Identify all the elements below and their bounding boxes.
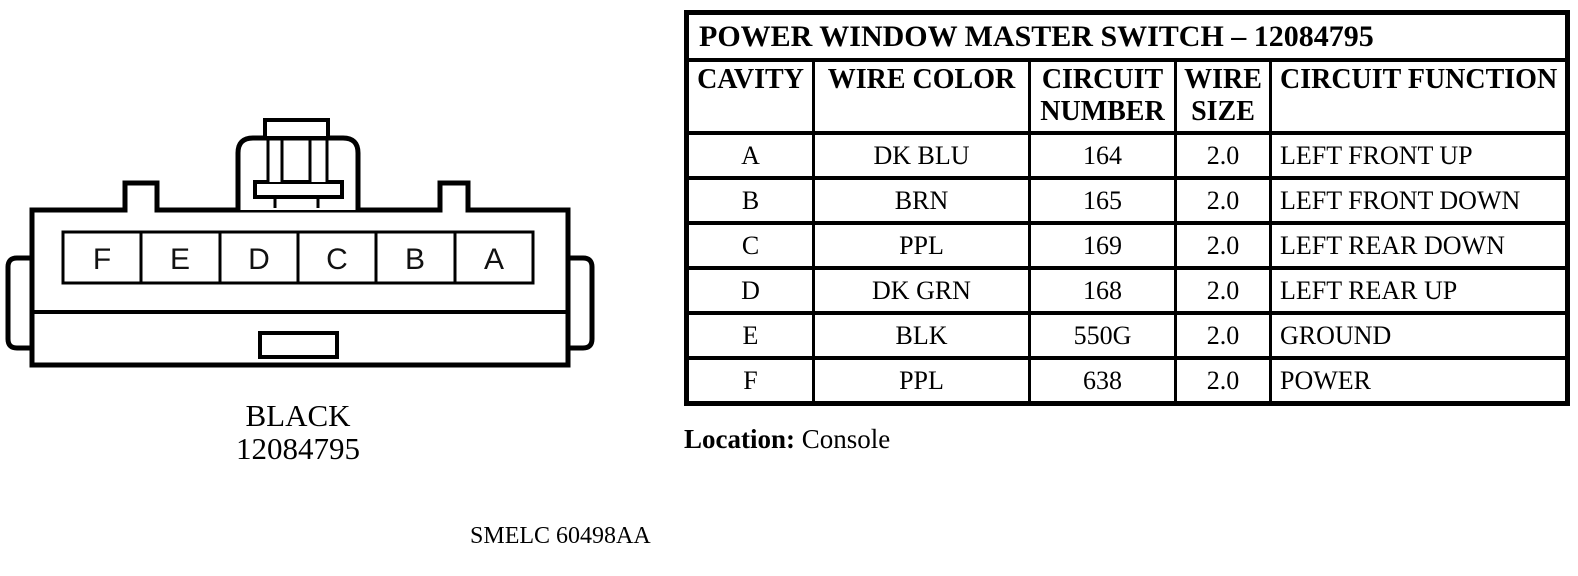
cell-wire-size: 2.0: [1174, 180, 1269, 221]
pinout-table: POWER WINDOW MASTER SWITCH – 12084795 CA…: [684, 10, 1570, 406]
cell-wire-color: PPL: [812, 225, 1028, 266]
table-row: D DK GRN 168 2.0 LEFT REAR UP: [689, 270, 1565, 315]
cell-cavity: B: [741, 185, 760, 215]
cell-circuit-number: 168: [1028, 270, 1174, 311]
doc-code: SMELC 60498AA: [470, 523, 651, 549]
cell-circuit-function: LEFT FRONT UP: [1269, 135, 1565, 176]
table-row: C PPL 169 2.0 LEFT REAR DOWN: [689, 225, 1565, 270]
cell-wire-size: 2.0: [1174, 270, 1269, 311]
table-row: A DK BLU 164 2.0 LEFT FRONT UP: [689, 135, 1565, 180]
cell-circuit-number: 164: [1028, 135, 1174, 176]
cell-wire-color: PPL: [812, 360, 1028, 401]
connector-latch-slot-left: [266, 137, 284, 182]
cell-wire-size: 2.0: [1174, 135, 1269, 176]
cell-circuit-function: GROUND: [1269, 315, 1565, 356]
connector-latch-top-tab: [263, 118, 330, 140]
cell-wire-color: BLK: [812, 315, 1028, 356]
column-header-cavity: CAVITY: [697, 64, 804, 95]
table-row: F PPL 638 2.0 POWER: [689, 360, 1565, 401]
table-row: E BLK 550G 2.0 GROUND: [689, 315, 1565, 360]
cavity-letter-b: B: [405, 243, 425, 276]
cell-circuit-number: 169: [1028, 225, 1174, 266]
cell-wire-size: 2.0: [1174, 225, 1269, 266]
cavity-letter-f: F: [93, 243, 111, 276]
location-label: Location:: [684, 424, 795, 454]
column-header-wire-color: WIRE COLOR: [812, 62, 1028, 131]
connector-index-slot: [258, 331, 339, 359]
connector-latch-housing: [235, 135, 361, 210]
column-header-wire-size: WIRE SIZE: [1174, 62, 1269, 131]
cell-wire-color: DK BLU: [812, 135, 1028, 176]
connector-latch-bar: [253, 180, 344, 199]
cell-circuit-function: LEFT REAR DOWN: [1269, 225, 1565, 266]
column-header-circuit-number: CIRCUIT NUMBER: [1028, 62, 1174, 131]
cavity-letter-d: D: [248, 243, 270, 276]
cell-circuit-function: POWER: [1269, 360, 1565, 401]
connector-latch-slot-right: [308, 137, 329, 182]
cell-cavity: E: [742, 320, 759, 350]
cell-circuit-number: 550G: [1028, 315, 1174, 356]
column-header-circuit-function: CIRCUIT FUNCTION: [1269, 62, 1565, 131]
cavity-letter-a: A: [484, 243, 504, 276]
connector-right-ear: [568, 255, 595, 351]
connector-left-ear: [5, 255, 32, 351]
cell-wire-size: 2.0: [1174, 360, 1269, 401]
table-header-row: CAVITY WIRE COLOR CIRCUIT NUMBER WIRE SI…: [689, 62, 1565, 135]
cavity-letter-c: C: [326, 243, 348, 276]
connector-part-number: 12084795: [236, 431, 360, 466]
cell-cavity: C: [741, 230, 760, 260]
connector-diagram: F E D C B A: [5, 118, 595, 368]
location-value: Console: [801, 424, 891, 454]
cell-circuit-number: 165: [1028, 180, 1174, 221]
cell-cavity: F: [743, 365, 758, 395]
cavity-letter-e: E: [170, 243, 190, 276]
cell-circuit-number: 638: [1028, 360, 1174, 401]
cell-wire-color: BRN: [812, 180, 1028, 221]
cell-cavity: D: [741, 275, 760, 305]
cell-circuit-function: LEFT FRONT DOWN: [1269, 180, 1565, 221]
table-title: POWER WINDOW MASTER SWITCH – 12084795: [689, 15, 1565, 62]
cell-wire-size: 2.0: [1174, 315, 1269, 356]
location-line: Location: Console: [684, 424, 890, 455]
cell-circuit-function: LEFT REAR UP: [1269, 270, 1565, 311]
cell-wire-color: DK GRN: [812, 270, 1028, 311]
table-row: B BRN 165 2.0 LEFT FRONT DOWN: [689, 180, 1565, 225]
cell-cavity: A: [741, 140, 760, 170]
connector-color-label: BLACK: [245, 398, 351, 433]
